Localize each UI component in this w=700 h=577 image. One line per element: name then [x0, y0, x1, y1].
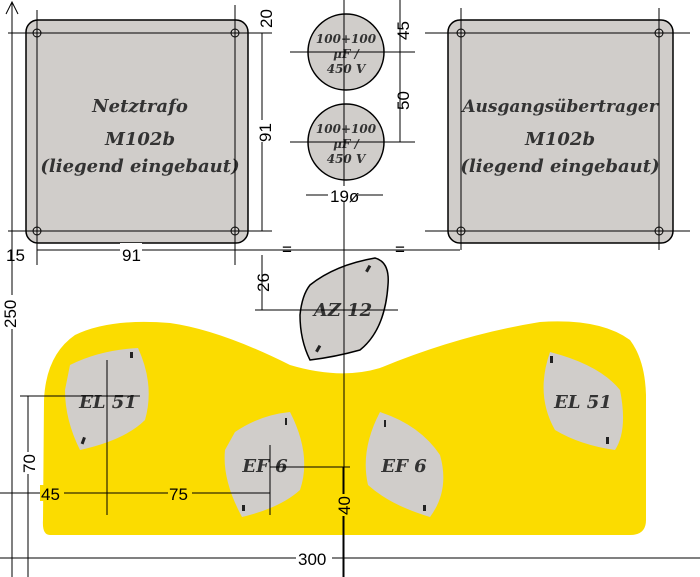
dim-91-vertical: 91: [256, 123, 275, 142]
capacitor-2-voltage: 450 V: [327, 152, 367, 166]
capacitor-1-voltage: 450 V: [327, 62, 367, 76]
dim-20: 20: [257, 9, 276, 28]
dim-26: 26: [254, 273, 273, 292]
dim-45: 45: [41, 485, 60, 504]
dim-250: 250: [1, 300, 20, 328]
dim-91-horizontal: 91: [122, 246, 141, 265]
dim-50: 50: [394, 91, 413, 110]
tube-el51-right-label: EL 51: [553, 392, 612, 413]
dim-40: 40: [335, 496, 354, 515]
netztrafo-note: (liegend eingebaut): [40, 156, 239, 177]
ausgang-title: Ausgangsübertrager: [460, 97, 658, 117]
dim-15: 15: [6, 246, 25, 265]
ausgangsuebertrager-plate: Ausgangsübertrager M102b (liegend eingeb…: [447, 19, 674, 244]
netztrafo-model: M102b: [104, 129, 175, 150]
ausgang-note: (liegend eingebaut): [460, 156, 659, 177]
tube-ef6-left-label: EF 6: [241, 456, 288, 477]
capacitor-1-unit: µF /: [333, 47, 360, 61]
tube-ef6-right: EF 6: [365, 412, 444, 517]
dim-45-top: 45: [394, 21, 413, 40]
tube-el51-right: EL 51: [543, 352, 624, 450]
capacitor-2-unit: µF /: [333, 137, 360, 151]
dim-equal-1: =: [282, 240, 292, 259]
dim-equal-2: =: [395, 240, 405, 259]
netztrafo-title: Netztrafo: [91, 96, 188, 117]
dim-75: 75: [169, 485, 188, 504]
tube-ef6-left: EF 6: [224, 412, 305, 517]
dim-300: 300: [298, 550, 326, 569]
capacitor-1-value: 100+100: [316, 32, 377, 46]
dim-70: 70: [20, 454, 39, 473]
ausgang-model: M102b: [524, 129, 595, 150]
tube-ef6-right-label: EF 6: [380, 456, 427, 477]
capacitor-2-value: 100+100: [316, 122, 377, 136]
netztrafo-plate: Netztrafo M102b (liegend eingebaut): [25, 19, 249, 244]
dim-19-diameter: 19ø: [330, 187, 359, 206]
